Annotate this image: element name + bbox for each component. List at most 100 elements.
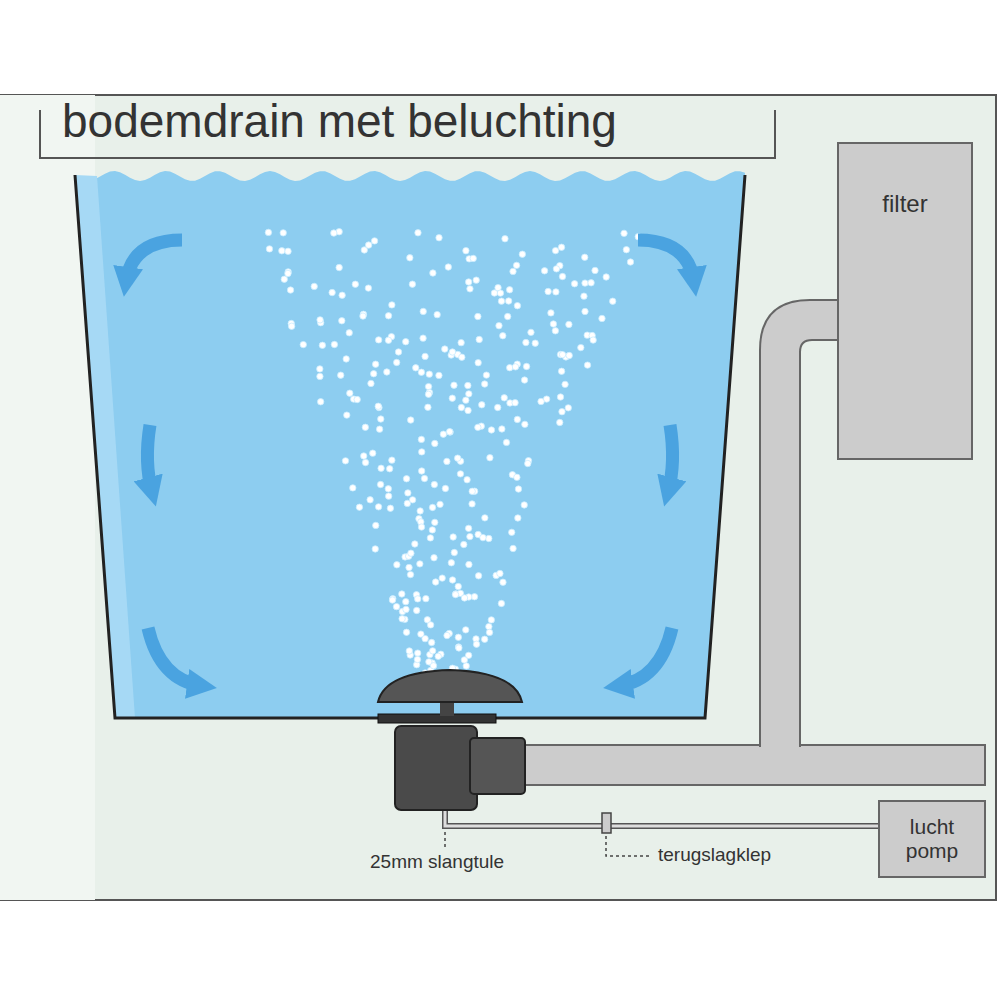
air-bubble: [496, 322, 502, 328]
air-bubble: [487, 455, 493, 461]
air-bubble: [415, 596, 421, 602]
air-bubble: [317, 317, 323, 323]
air-bubble: [447, 429, 453, 435]
air-bubble: [378, 465, 384, 471]
air-bubble: [566, 321, 572, 327]
air-bubble: [279, 248, 285, 254]
air-bubble: [461, 595, 467, 601]
air-bubble: [475, 359, 481, 365]
air-bubble: [451, 382, 457, 388]
air-bubble: [407, 255, 413, 261]
air-bubble: [479, 402, 485, 408]
air-bubble: [319, 342, 325, 348]
air-bubble: [317, 399, 323, 405]
air-bubble: [389, 457, 395, 463]
air-bubble: [395, 349, 401, 355]
air-bubble: [541, 268, 547, 274]
air-bubble: [354, 396, 360, 402]
air-bubble: [463, 663, 469, 669]
air-bubble: [476, 336, 482, 342]
air-bubble: [463, 397, 469, 403]
air-bubble: [473, 641, 479, 647]
air-bubble: [434, 311, 440, 317]
air-bubble: [566, 352, 572, 358]
air-bubble: [362, 459, 368, 465]
air-bubble: [360, 313, 366, 319]
air-bubble: [406, 564, 412, 570]
air-bubble: [584, 362, 590, 368]
air-bubble: [431, 555, 437, 561]
air-bubble: [420, 335, 426, 341]
air-bubble: [455, 583, 461, 589]
air-bubble: [429, 648, 435, 654]
air-bubble: [350, 485, 356, 491]
air-bubble: [552, 247, 558, 253]
air-bubble: [454, 455, 460, 461]
air-bubble: [465, 382, 471, 388]
air-bubble: [455, 634, 461, 640]
air-bubble: [413, 607, 419, 613]
air-bubble: [483, 372, 489, 378]
air-bubble: [497, 570, 503, 576]
air-bubble: [469, 488, 475, 494]
air-bubble: [481, 636, 487, 642]
air-bubble: [370, 371, 376, 377]
air-bubble: [465, 279, 471, 285]
air-bubble: [317, 366, 323, 372]
check-valve: [602, 813, 611, 833]
air-bubble: [280, 230, 286, 236]
air-bubble: [545, 288, 551, 294]
air-bubble: [265, 229, 271, 235]
check-valve-label: terugslagklep: [656, 844, 773, 866]
air-bubble: [385, 313, 391, 319]
air-bubble: [590, 337, 596, 343]
air-bubble: [459, 354, 465, 360]
air-bubble: [486, 629, 492, 635]
water-body: [75, 171, 745, 718]
air-bubble: [375, 403, 381, 409]
air-bubble: [497, 290, 503, 296]
air-bubble: [592, 267, 598, 273]
air-bubble: [385, 486, 391, 492]
air-bubble: [407, 571, 413, 577]
air-bubble: [578, 344, 584, 350]
air-bubble: [582, 280, 588, 286]
air-bubble: [482, 515, 488, 521]
air-bubble: [444, 632, 450, 638]
air-bubble: [465, 525, 471, 531]
air-bubble: [486, 535, 492, 541]
air-bubble: [417, 508, 423, 514]
air-bubble: [365, 242, 371, 248]
air-bubble: [515, 515, 521, 521]
air-bubble: [440, 431, 446, 437]
air-bubble: [417, 561, 423, 567]
air-bubble: [422, 635, 428, 641]
air-bubble: [538, 398, 544, 404]
air-bubble: [427, 622, 433, 628]
air-bubble: [343, 356, 349, 362]
air-bubble: [408, 550, 414, 556]
air-bubble: [525, 460, 531, 466]
air-bubble: [403, 629, 409, 635]
air-bubble: [311, 283, 317, 289]
air-bubble: [375, 337, 381, 343]
air-bubble: [435, 653, 441, 659]
air-bubble: [371, 238, 377, 244]
air-bubble: [375, 504, 381, 510]
air-bubble: [481, 381, 487, 387]
filter-box: filter: [837, 142, 973, 460]
air-bubble: [436, 235, 442, 241]
air-bubble: [432, 579, 438, 585]
air-bubble: [582, 308, 588, 314]
air-bubble: [415, 230, 421, 236]
air-bubble: [452, 591, 458, 597]
air-bubble: [465, 407, 471, 413]
air-bubble: [466, 391, 472, 397]
air-bubble: [510, 268, 516, 274]
air-bubble: [558, 244, 564, 250]
air-bubble: [266, 246, 272, 252]
node-label: lucht pomp: [897, 815, 967, 863]
air-bubble: [509, 529, 515, 535]
air-bubble: [505, 298, 511, 304]
air-bubble: [329, 289, 335, 295]
